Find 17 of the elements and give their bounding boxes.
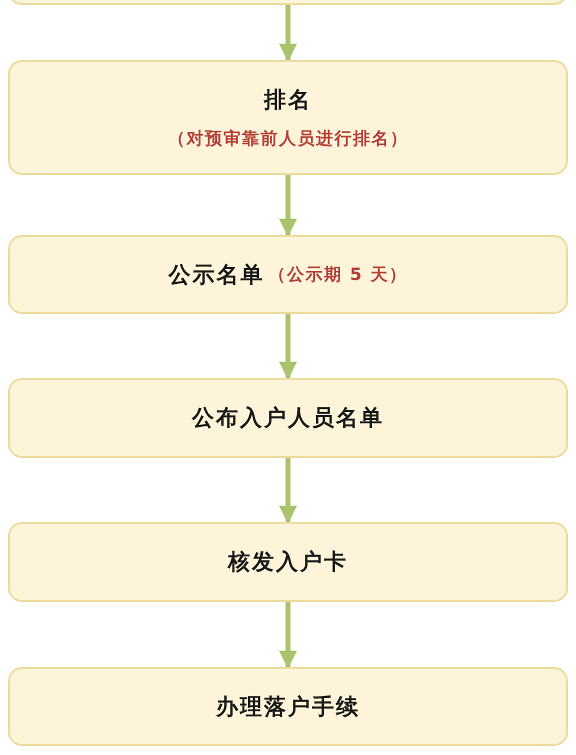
- process-box: [8, 522, 568, 602]
- step-title: 公示名单: [168, 262, 264, 290]
- process-box: [8, 667, 568, 746]
- process-box: [8, 235, 568, 314]
- step-title: 排名: [264, 87, 312, 115]
- step-title: 核发入户卡: [228, 549, 348, 577]
- arrow: [279, 458, 297, 524]
- step-note: （对预审靠前人员进行排名）: [168, 128, 408, 150]
- step-note: （公示期 5 天）: [268, 264, 408, 286]
- arrow: [279, 314, 297, 380]
- arrow: [279, 5, 297, 62]
- step-title: 办理落户手续: [216, 694, 360, 722]
- arrow: [279, 175, 297, 237]
- process-box: [8, 60, 568, 175]
- step-title: 公布入户人员名单: [192, 405, 384, 433]
- process-box: [8, 378, 568, 458]
- arrow: [279, 602, 297, 669]
